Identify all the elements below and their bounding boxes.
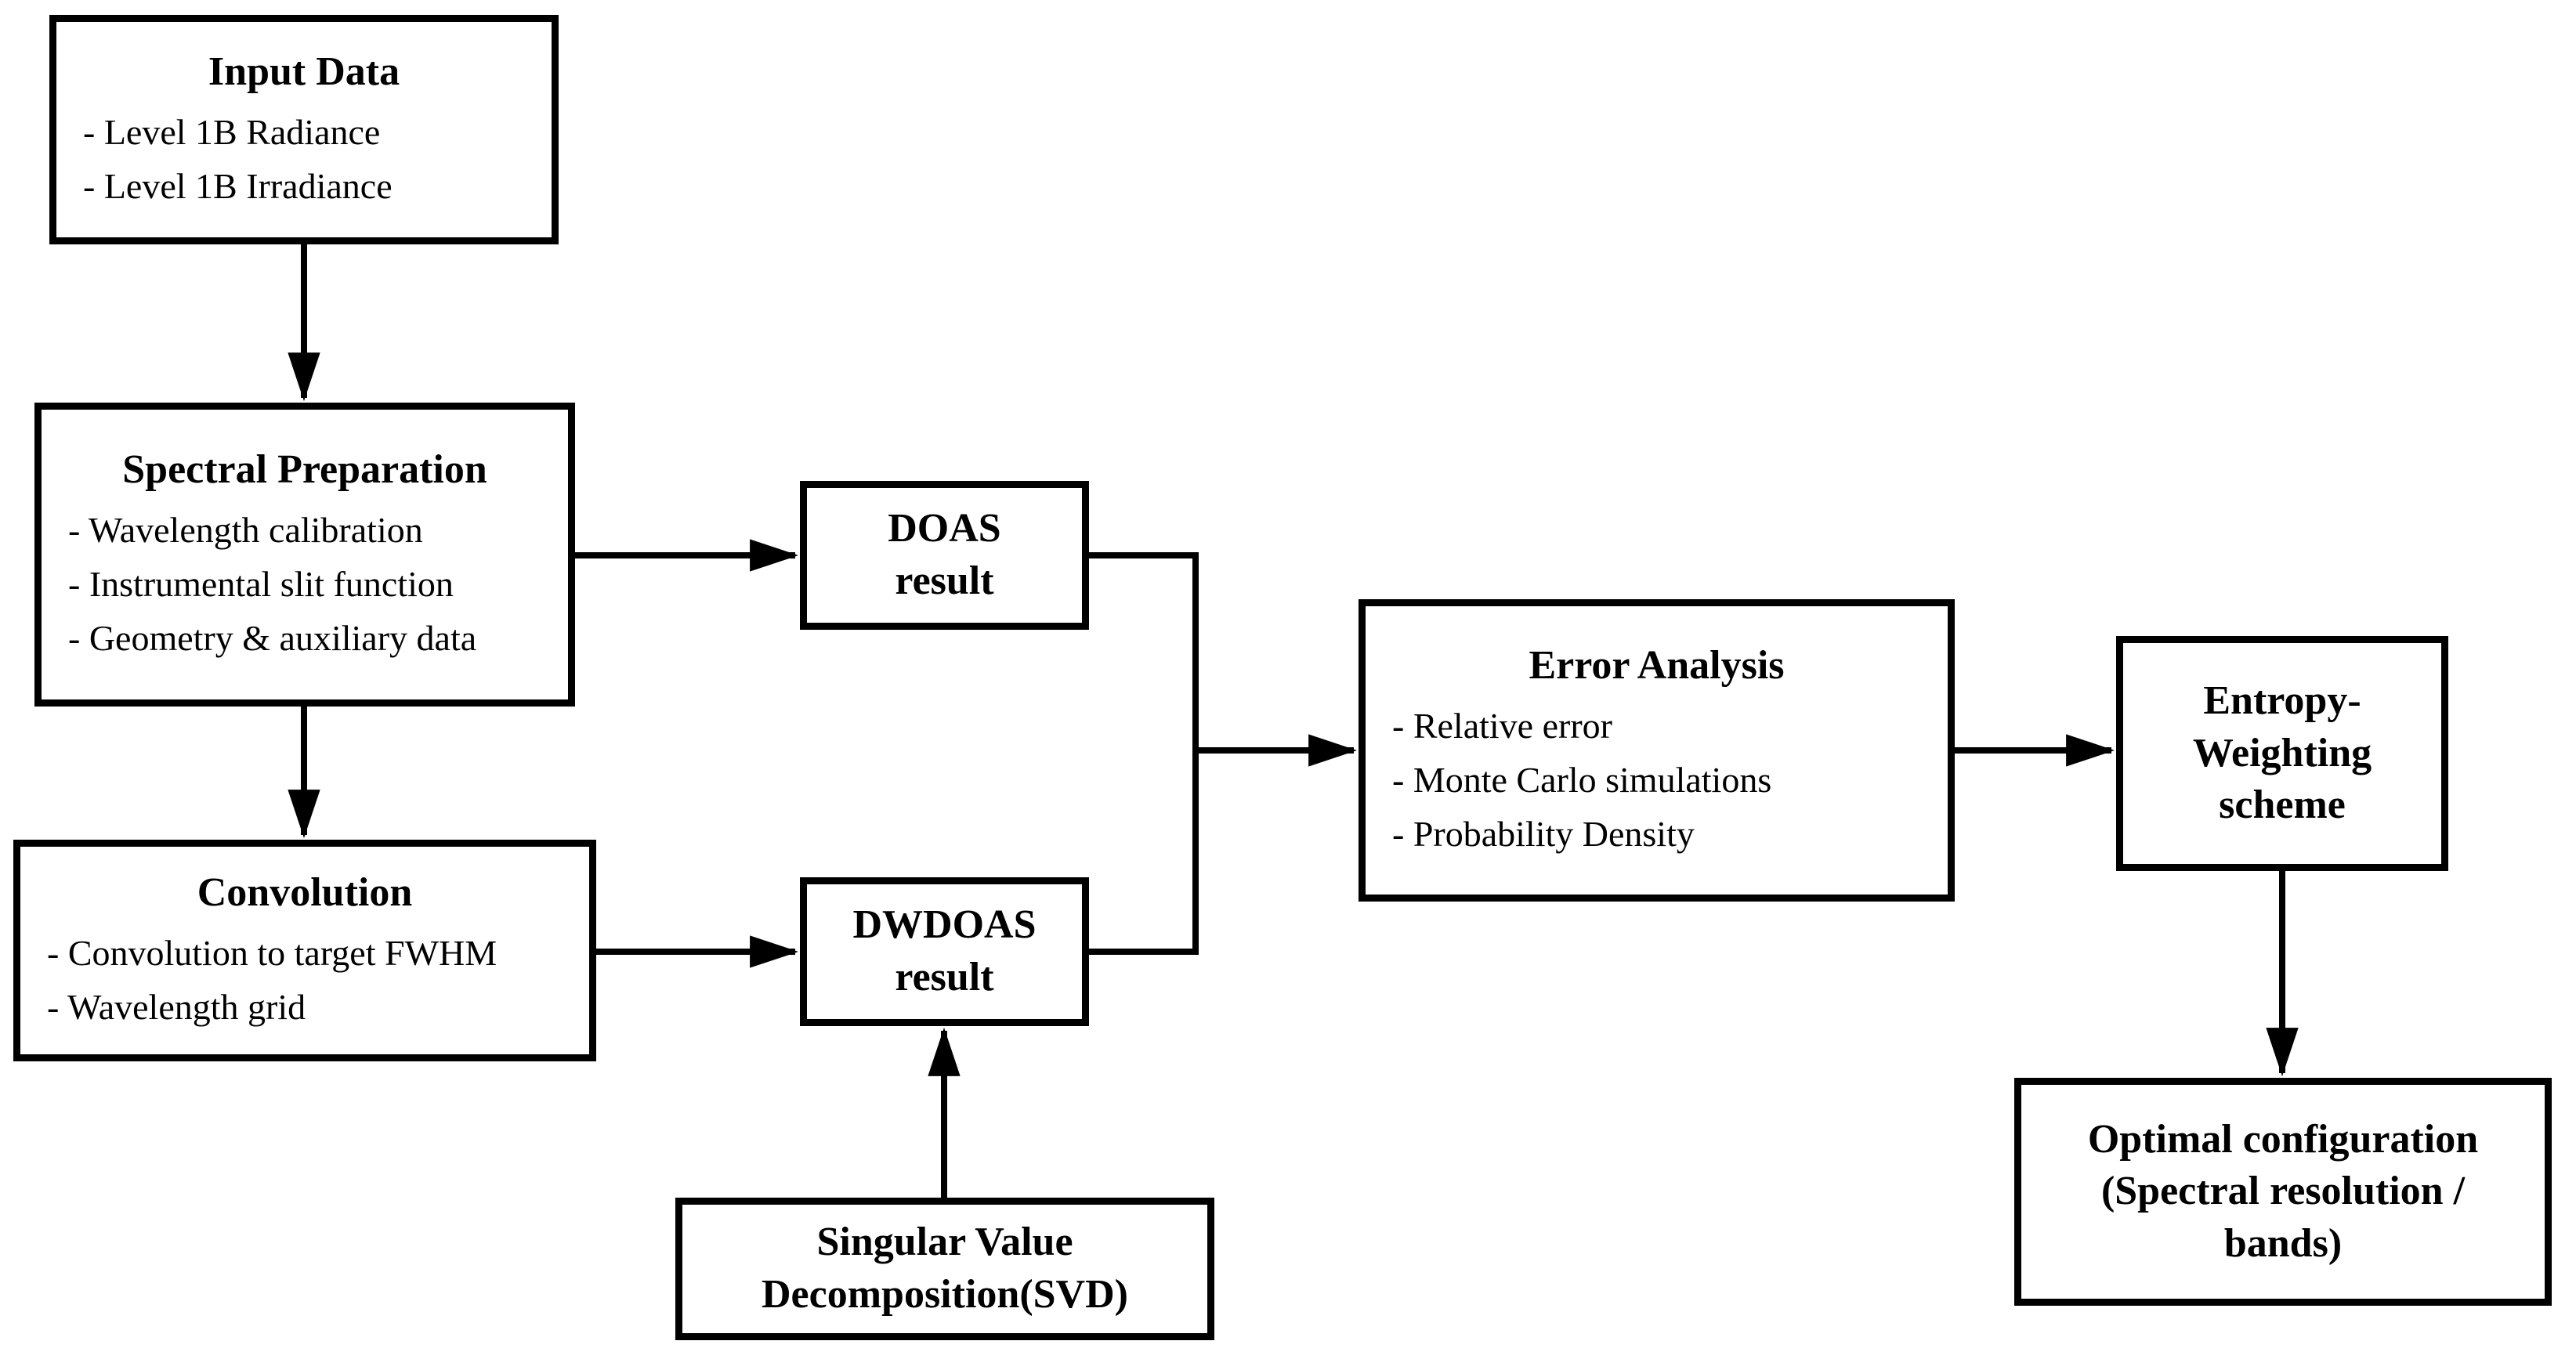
connector-doas-dwdoas-merge <box>1089 552 1199 955</box>
box-convolution-title: Convolution <box>197 870 413 916</box>
box-singular-value-decomposition: Singular Value Decomposition(SVD) <box>675 1198 1214 1340</box>
box-dwdoas-result-title: DWDOAS result <box>852 902 1037 999</box>
box-optimal-configuration-title: Optimal configuration (Spectral resoluti… <box>2087 1116 2479 1266</box>
box-spectral-preparation-item: - Geometry & auxiliary data <box>68 617 477 658</box>
box-error-analysis-item: - Relative error <box>1392 705 1612 746</box>
box-spectral-preparation: Spectral Preparation - Wavelength calibr… <box>34 403 575 707</box>
box-input-data-title: Input Data <box>208 49 400 95</box>
box-error-analysis-title: Error Analysis <box>1529 643 1785 689</box>
box-error-analysis: Error Analysis - Relative error - Monte … <box>1359 599 1955 902</box>
box-input-data: Input Data - Level 1B Radiance - Level 1… <box>49 15 559 244</box>
box-error-analysis-item: - Monte Carlo simulations <box>1392 759 1772 800</box>
box-error-analysis-item: - Probability Density <box>1392 813 1695 854</box>
box-doas-result-title: DOAS result <box>888 506 1001 603</box>
box-entropy-weighting-scheme: Entropy- Weighting scheme <box>2116 636 2448 871</box>
box-spectral-preparation-title: Spectral Preparation <box>122 447 487 493</box>
box-dwdoas-result: DWDOAS result <box>800 877 1089 1026</box>
box-convolution-item: - Convolution to target FWHM <box>47 932 497 973</box>
box-input-data-item: - Level 1B Irradiance <box>83 165 393 206</box>
box-convolution-item: - Wavelength grid <box>47 986 306 1027</box>
box-svd-title: Singular Value Decomposition(SVD) <box>762 1220 1128 1317</box>
box-spectral-preparation-item: - Instrumental slit function <box>68 563 454 604</box>
box-optimal-configuration: Optimal configuration (Spectral resoluti… <box>2014 1078 2552 1306</box>
box-entropy-weighting-title: Entropy- Weighting scheme <box>2192 678 2372 828</box>
box-doas-result: DOAS result <box>800 481 1089 630</box>
box-convolution: Convolution - Convolution to target FWHM… <box>13 840 596 1061</box>
box-input-data-item: - Level 1B Radiance <box>83 111 381 152</box>
box-spectral-preparation-item: - Wavelength calibration <box>68 509 423 550</box>
